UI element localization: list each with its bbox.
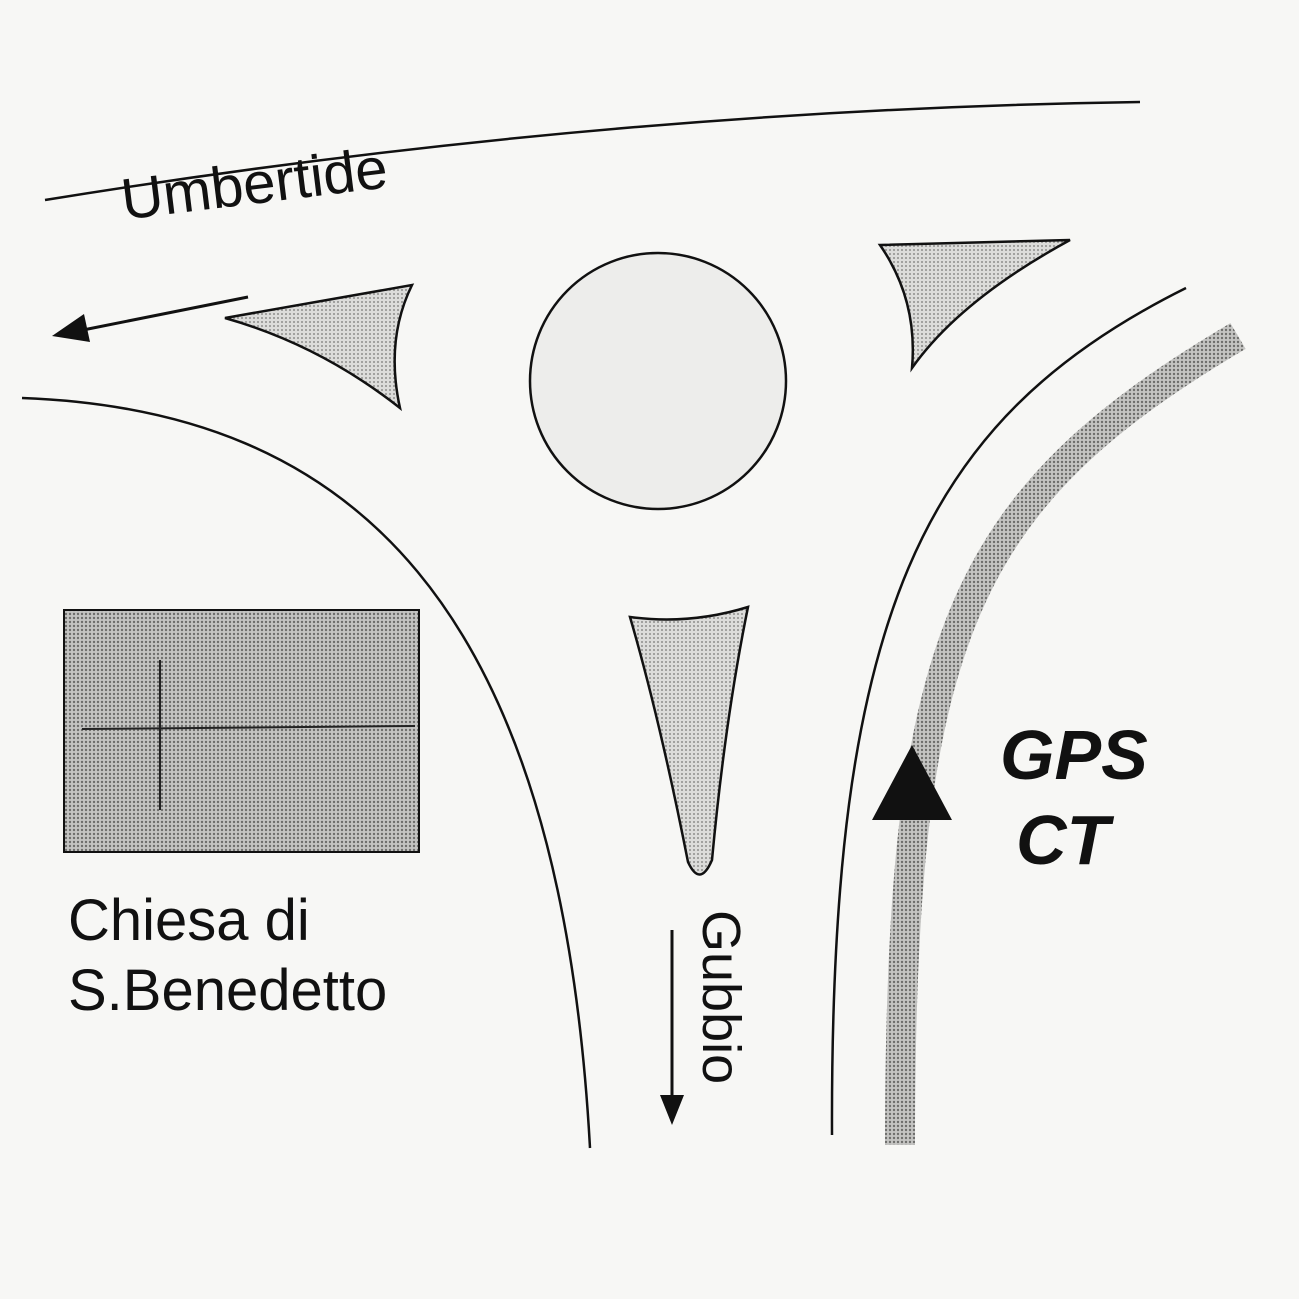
- church-building: [63, 609, 420, 853]
- arrow-down-icon: [660, 930, 684, 1125]
- gps-track: [885, 323, 1246, 1146]
- label-gps: GPS: [1000, 716, 1148, 794]
- church-cross-horizontal: [81, 725, 416, 730]
- label-church-line1: Chiesa di: [68, 888, 310, 953]
- splitter-island-left: [224, 283, 415, 412]
- roundabout-island: [528, 251, 788, 511]
- label-ct: CT: [1016, 801, 1110, 879]
- splitter-island-right: [877, 238, 1071, 373]
- label-church-line2: S.Benedetto: [68, 958, 388, 1023]
- splitter-island-bottom: [628, 605, 750, 876]
- triangle-up-icon: [872, 745, 952, 820]
- road-edge-right: [830, 286, 1187, 1136]
- arrow-left-icon: [52, 295, 249, 342]
- label-gubbio: Gubbio: [691, 910, 751, 1085]
- road-edge-top: [44, 100, 1141, 202]
- road-edge-left: [21, 396, 592, 1149]
